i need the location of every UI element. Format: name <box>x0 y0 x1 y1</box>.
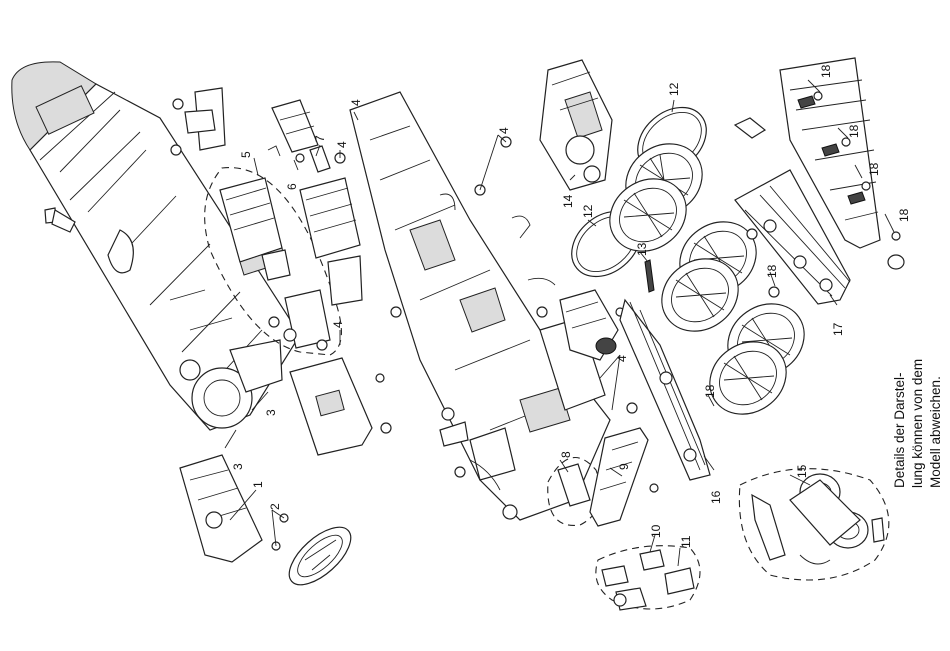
callout-5: 5 <box>239 151 253 158</box>
callout-4: 4 <box>615 355 629 362</box>
callout-2: 2 <box>268 503 282 510</box>
callout-9: 9 <box>617 463 631 470</box>
note-line-1: Details der Darstel- <box>892 372 907 488</box>
callout-17: 17 <box>831 322 845 336</box>
callout-6: 6 <box>285 183 299 190</box>
callout-18: 18 <box>765 264 779 278</box>
callout-3: 3 <box>264 409 278 416</box>
callout-12: 12 <box>581 204 595 218</box>
callout-4: 4 <box>497 127 511 134</box>
callout-13: 13 <box>635 242 649 256</box>
callout-14: 14 <box>561 194 575 208</box>
callout-4: 4 <box>331 321 345 328</box>
callout-15: 15 <box>795 464 809 478</box>
pickup-shoes-group <box>596 546 700 610</box>
note-line-2: lung können von dem <box>910 359 925 488</box>
callout-18: 18 <box>703 384 717 398</box>
callout-1: 1 <box>251 481 265 488</box>
callout-7: 7 <box>313 135 327 142</box>
note-line-3: Modell abweichen. <box>928 376 943 488</box>
gearbox-unit <box>540 60 612 190</box>
callout-12: 12 <box>667 82 681 96</box>
callout-18: 18 <box>867 162 881 176</box>
callout-10: 10 <box>649 524 663 538</box>
callout-4: 4 <box>349 99 363 106</box>
callout-18: 18 <box>847 124 861 138</box>
axle-pin <box>645 260 654 292</box>
callout-18: 18 <box>897 208 911 222</box>
callout-4: 4 <box>335 141 349 148</box>
callout-3: 3 <box>231 463 245 470</box>
callout-8: 8 <box>559 451 573 458</box>
callout-11: 11 <box>679 535 693 548</box>
coupler-disc <box>280 517 361 595</box>
base-plate <box>290 358 391 455</box>
cylinder-block <box>560 290 624 360</box>
callout-18: 18 <box>819 64 833 78</box>
pony-truck-assembly <box>739 469 888 580</box>
disclaimer-note: Details der Darstel- lung können von dem… <box>892 359 943 488</box>
callout-16: 16 <box>709 490 723 504</box>
